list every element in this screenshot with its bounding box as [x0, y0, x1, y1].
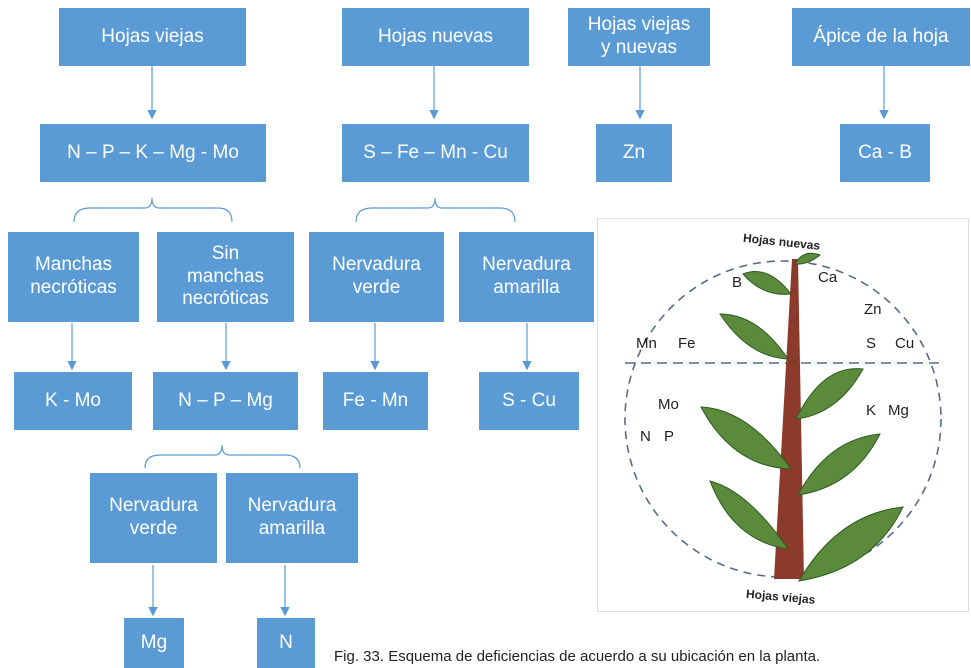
figure-caption: Fig. 33. Esquema de deficiencias de acue… — [334, 648, 821, 665]
label-mg: Mg — [888, 402, 909, 419]
leaf — [798, 506, 904, 582]
old-and-new-leaves-box: Hojas viejas y nuevas — [568, 8, 710, 66]
label-cu: Cu — [895, 335, 914, 352]
label-new-leaves: Hojas nuevas — [742, 231, 821, 253]
new-leaves-nutrients-box: S – Fe – Mn - Cu — [342, 124, 529, 182]
leaf — [795, 368, 864, 420]
label-mo: Mo — [658, 396, 679, 413]
leaf — [700, 406, 792, 470]
yellow-vein-box-2: Nervadura amarilla — [226, 473, 358, 563]
mg-box: Mg — [124, 618, 184, 668]
label-old-leaves: Hojas viejas — [746, 587, 817, 607]
plant-circle — [624, 260, 942, 578]
ca-b-box: Ca - B — [840, 124, 930, 182]
label-fe: Fe — [678, 335, 696, 352]
n-p-mg-box: N – P – Mg — [153, 372, 298, 430]
leaf — [719, 313, 789, 360]
leaf — [742, 271, 792, 295]
label-s: S — [866, 335, 876, 352]
brace — [73, 197, 233, 223]
leaf-apex-box: Ápice de la hoja — [792, 8, 970, 66]
label-zn: Zn — [864, 301, 882, 318]
old-leaves-nutrients-box: N – P – K – Mg - Mo — [40, 124, 266, 182]
green-vein-box: Nervadura verde — [309, 232, 444, 322]
fe-mn-box: Fe - Mn — [323, 372, 428, 430]
k-mo-box: K - Mo — [14, 372, 132, 430]
label-mn: Mn — [636, 335, 657, 352]
s-cu-box: S - Cu — [479, 372, 579, 430]
leaf — [794, 252, 821, 265]
stem — [774, 259, 804, 579]
no-necrotic-spots-box: Sin manchas necróticas — [157, 232, 294, 322]
necrotic-spots-box: Manchas necróticas — [8, 232, 139, 322]
label-p: P — [664, 428, 674, 445]
brace — [355, 197, 516, 223]
old-leaves-box: Hojas viejas — [59, 8, 246, 66]
n-box: N — [257, 618, 315, 668]
label-k: K — [866, 402, 876, 419]
new-leaves-box: Hojas nuevas — [342, 8, 529, 66]
label-ca: Ca — [818, 269, 838, 286]
brace — [144, 444, 301, 469]
leaf — [709, 480, 790, 550]
yellow-vein-box: Nervadura amarilla — [459, 232, 594, 322]
label-n: N — [640, 428, 651, 445]
zn-box: Zn — [596, 124, 672, 182]
green-vein-box-2: Nervadura verde — [90, 473, 217, 563]
plant-figure: Hojas nuevas Hojas viejas B Ca Zn Mn Fe … — [597, 218, 969, 612]
label-b: B — [732, 274, 742, 291]
plant-illustration: Hojas nuevas Hojas viejas B Ca Zn Mn Fe … — [624, 231, 942, 607]
leaf — [797, 433, 881, 496]
